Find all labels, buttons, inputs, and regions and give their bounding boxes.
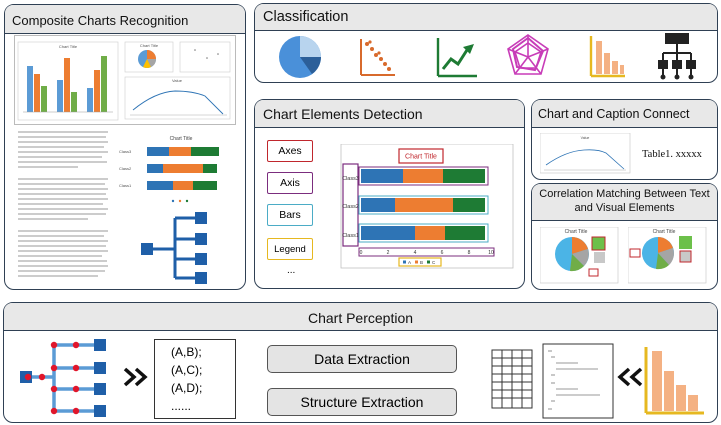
document-text-block (18, 129, 110, 281)
svg-text:Value: Value (581, 136, 590, 140)
legend-label-axes: Axes (267, 140, 313, 162)
svg-text:6: 6 (441, 250, 444, 256)
svg-text:Chart Title: Chart Title (59, 44, 78, 49)
svg-text:Class2: Class2 (342, 204, 359, 210)
chart-title-box (398, 148, 444, 164)
json-document-icon (542, 343, 614, 419)
mini-line-series (132, 90, 224, 115)
line-chart-icon (436, 38, 477, 78)
panel-title: Composite Charts Recognition (5, 5, 245, 34)
perception-tree (20, 339, 106, 417)
x-axis-box (358, 247, 495, 257)
svg-text:Chart Title: Chart Title (653, 229, 676, 235)
composite-recognition-panel: Composite Charts Recognition Chart Title… (4, 4, 246, 290)
caption-text: Table1. xxxxx (642, 149, 702, 160)
detection-panel: Chart Elements Detection Axes Axis Bars … (254, 99, 525, 289)
svg-text:A: A (408, 260, 411, 265)
svg-text:Chart Title: Chart Title (140, 43, 159, 48)
legend-label-axis: Axis (267, 172, 313, 194)
relation-tuples-box: (A,B); (A,C); (A,D); ...... (154, 339, 236, 419)
tree-diagram-icon (658, 33, 696, 80)
tuple-item: ...... (171, 399, 192, 413)
bar-box (358, 166, 489, 186)
svg-text:Class1: Class1 (342, 233, 359, 239)
legend-label-legend: Legend (267, 238, 313, 260)
composite-chart-figure: Chart Title Chart Title Value (14, 35, 236, 125)
svg-text:8: 8 (468, 250, 471, 256)
structure-extraction-label: Structure Extraction (267, 388, 457, 416)
svg-text:C: C (432, 260, 436, 265)
svg-text:Chart Title: Chart Title (565, 229, 588, 235)
svg-text:4: 4 (414, 250, 417, 256)
pie-chart-icon (279, 36, 321, 78)
panel-title: Chart and Caption Connect (532, 100, 717, 128)
perception-panel: Chart Perception (A,B); (A,C); (A,D); ..… (3, 302, 718, 423)
tuple-item: (A,C); (171, 363, 203, 377)
legend-box (398, 257, 442, 267)
bar-box (358, 223, 489, 243)
svg-text:Chart Title: Chart Title (405, 154, 437, 161)
tuple-item: (A,D); (171, 381, 203, 395)
table-grid-icon (491, 349, 533, 409)
svg-text:Chart Title: Chart Title (170, 136, 193, 142)
tuple-item: (A,B); (171, 345, 202, 359)
correlation-chart-right: Chart Title (628, 227, 707, 284)
hbar-bars (147, 147, 219, 190)
classification-panel: Classification (254, 3, 718, 83)
legend-label-bars: Bars (267, 204, 313, 226)
correlation-panel: Correlation Matching Between Text and Vi… (531, 183, 718, 290)
caption-connect-panel: Chart and Caption Connect Value Table1. … (531, 99, 718, 180)
svg-text:Class3: Class3 (342, 176, 359, 182)
svg-text:Class1: Class1 (119, 183, 132, 188)
correlation-chart-left: Chart Title (540, 227, 619, 284)
svg-text:B: B (420, 260, 423, 265)
document-text-lines (18, 131, 108, 277)
bar-chart-icon (644, 347, 704, 415)
data-extraction-label: Data Extraction (267, 345, 457, 373)
scatter-chart-icon (360, 39, 395, 76)
panel-title: Chart Perception (4, 303, 717, 331)
detection-chart: Chart Title Class3 Class2 Class1 0 2 4 6… (340, 144, 514, 269)
y-axis-box (342, 163, 359, 247)
panel-title: Classification (255, 4, 717, 31)
mini-bar-chart (23, 56, 113, 113)
panel-title: Chart Elements Detection (255, 100, 524, 128)
mini-pie-chart (138, 50, 156, 68)
classification-icons (279, 33, 696, 80)
svg-text:10: 10 (488, 250, 494, 256)
tree-diagram-svg (141, 212, 207, 284)
left-arrows-icon (617, 367, 643, 387)
right-arrows-icon (123, 367, 148, 387)
svg-text:Value: Value (172, 78, 183, 83)
bar-chart-icon (589, 36, 625, 78)
caption-mini-chart: Value (540, 133, 631, 174)
composite-tree-diagram (137, 210, 217, 288)
composite-hbar-svg: Chart Title Class3 Class2 Class1 (119, 136, 219, 203)
panel-title: Correlation Matching Between Text and Vi… (532, 184, 717, 221)
radar-chart-icon (507, 34, 549, 75)
bar-box (358, 195, 489, 215)
composite-hbar-figure: Chart Title Class3 Class2 Class1 (117, 131, 237, 209)
composite-chart-svg: Chart Title Chart Title Value (17, 41, 231, 121)
svg-text:0: 0 (360, 250, 363, 256)
more-ellipsis: ... (287, 265, 296, 276)
svg-text:Class3: Class3 (119, 149, 132, 154)
svg-text:2: 2 (387, 250, 390, 256)
svg-text:Class2: Class2 (119, 166, 132, 171)
